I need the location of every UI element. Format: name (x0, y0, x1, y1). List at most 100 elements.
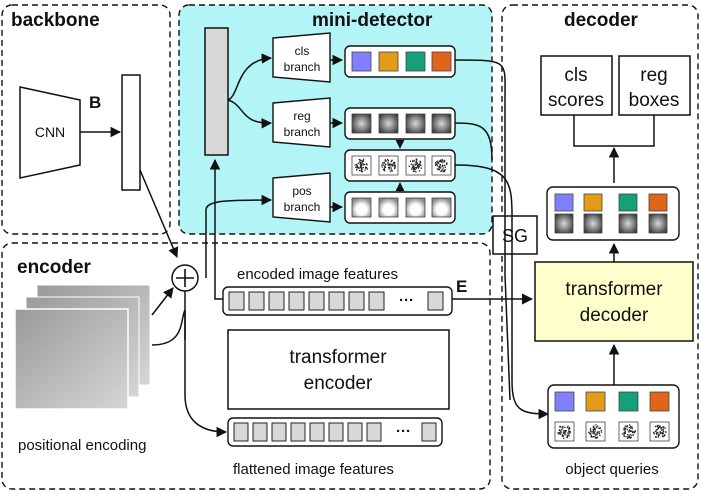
noisy-token-4 (431, 155, 452, 176)
flattened-token-4 (290, 422, 306, 442)
encoded-token-1 (228, 291, 245, 311)
encoder-title: encoder (17, 257, 92, 278)
reg-token-1 (351, 113, 372, 134)
encoded-token-7 (348, 291, 365, 311)
reg-boxes-label-2: boxes (629, 90, 680, 111)
object-query-class-token-4 (649, 391, 670, 412)
cls-branch-label-2: branch (284, 60, 321, 74)
encoded-token-9 (427, 291, 444, 311)
encoded-features-label: encoded image features (237, 266, 398, 283)
transformer-encoder-box (227, 329, 450, 410)
flattened-token-5 (309, 422, 325, 442)
flattened-token-1 (233, 422, 249, 442)
object-query-tokens (554, 391, 670, 442)
decoder-output-box-token-1 (554, 213, 574, 234)
image-stack-front (14, 308, 129, 410)
decoder-output-class-token-3 (618, 193, 638, 212)
flattened-features-label: flattened image features (233, 461, 394, 478)
feature-to-sum-arrow (139, 169, 179, 258)
e-label: E (456, 277, 467, 296)
cls-token-green (405, 51, 426, 72)
cls-branch-label-1: cls (295, 44, 310, 58)
pos-encoding-to-flattened-arrow (151, 309, 228, 438)
pos-token-3 (405, 197, 426, 218)
heads-bracket (573, 115, 655, 147)
object-query-class-token-3 (618, 391, 639, 412)
encoded-token-6 (328, 291, 345, 311)
decoder-output-strip (546, 186, 680, 241)
reg-token-2 (378, 113, 399, 134)
decoder-output-box-token-2 (583, 213, 603, 234)
stop-gradient-box (492, 215, 538, 255)
cls-scores-label-2: scores (548, 90, 604, 111)
cls-scores-box (540, 55, 613, 116)
object-query-noisy-token-3 (618, 421, 639, 442)
encoder-region (1, 242, 491, 490)
transformer-decoder-label-1: transformer (565, 279, 663, 300)
cls-output-strip (344, 45, 456, 78)
pos-token-4 (431, 197, 452, 218)
cls-token-red (431, 51, 452, 72)
backbone-title: backbone (11, 10, 100, 31)
flattened-ellipsis: ··· (396, 423, 411, 440)
pos-token-1 (351, 197, 372, 218)
reg-token-4 (431, 113, 452, 134)
cls-branch-shape (272, 32, 331, 83)
reg-branch-shape (272, 97, 331, 148)
transformer-decoder-box (534, 261, 694, 342)
object-query-noisy-token-2 (585, 421, 606, 442)
reg-branch-label-1: reg (293, 109, 310, 123)
noisy-token-3 (405, 155, 426, 176)
flattened-feature-tokens (233, 422, 437, 442)
pos-branch-shape (272, 172, 331, 223)
encoded-to-column-arrow (209, 158, 223, 300)
cls-token-purple (351, 51, 372, 72)
decoder-output-box-token-3 (618, 213, 638, 234)
flattened-token-7 (347, 422, 363, 442)
stack-to-sum-arrow (151, 287, 174, 316)
flattened-token-9 (421, 422, 437, 442)
cls-scores-label-1: cls (564, 65, 587, 86)
flattened-token-2 (252, 422, 268, 442)
noisy-tokens (351, 155, 452, 176)
cls-token-orange (378, 51, 399, 72)
object-query-class-token-1 (554, 391, 575, 412)
flattened-token-3 (271, 422, 287, 442)
column-to-reg-arrow (227, 99, 273, 129)
encoded-token-8 (368, 291, 385, 311)
noisy-token-1 (351, 155, 372, 176)
transformer-encoder-label-2: encoder (304, 373, 373, 394)
encoded-token-3 (268, 291, 285, 311)
cls-to-queries-line (454, 59, 511, 401)
cnn-trapezoid (19, 86, 81, 179)
object-query-noisy-token-4 (649, 421, 670, 442)
encoded-feature-tokens (228, 291, 444, 311)
transformer-decoder-label-2: decoder (580, 305, 649, 326)
flattened-token-6 (328, 422, 344, 442)
reg-boxes-label-1: reg (640, 65, 667, 86)
flattened-token-8 (366, 422, 382, 442)
encoded-to-pos-branch-arrow (205, 194, 273, 278)
noisy-to-queries-arrow (454, 164, 550, 420)
backbone-region (1, 4, 171, 235)
column-to-cls-arrow (227, 53, 273, 101)
encoded-token-2 (248, 291, 265, 311)
pos-branch-label-1: pos (292, 184, 311, 198)
decoder-title: decoder (564, 10, 639, 31)
object-queries-label: object queries (565, 461, 658, 478)
transformer-encoder-label-1: transformer (289, 347, 387, 368)
encoded-ellipsis: ··· (399, 292, 414, 309)
mini-detector-title: mini-detector (312, 10, 433, 31)
decoder-output-box-token-4 (648, 213, 668, 234)
object-query-class-token-2 (585, 391, 606, 412)
backbone-feature-map (121, 74, 141, 191)
object-query-noisy-token-1 (554, 421, 575, 442)
decoder-output-class-token-1 (554, 193, 574, 212)
reg-branch-label-2: branch (284, 125, 321, 139)
cnn-label: CNN (35, 124, 65, 140)
decoder-output-class-token-2 (583, 193, 603, 212)
reg-token-3 (405, 113, 426, 134)
encoded-token-5 (308, 291, 325, 311)
b-label: B (89, 93, 101, 112)
pos-token-2 (378, 197, 399, 218)
